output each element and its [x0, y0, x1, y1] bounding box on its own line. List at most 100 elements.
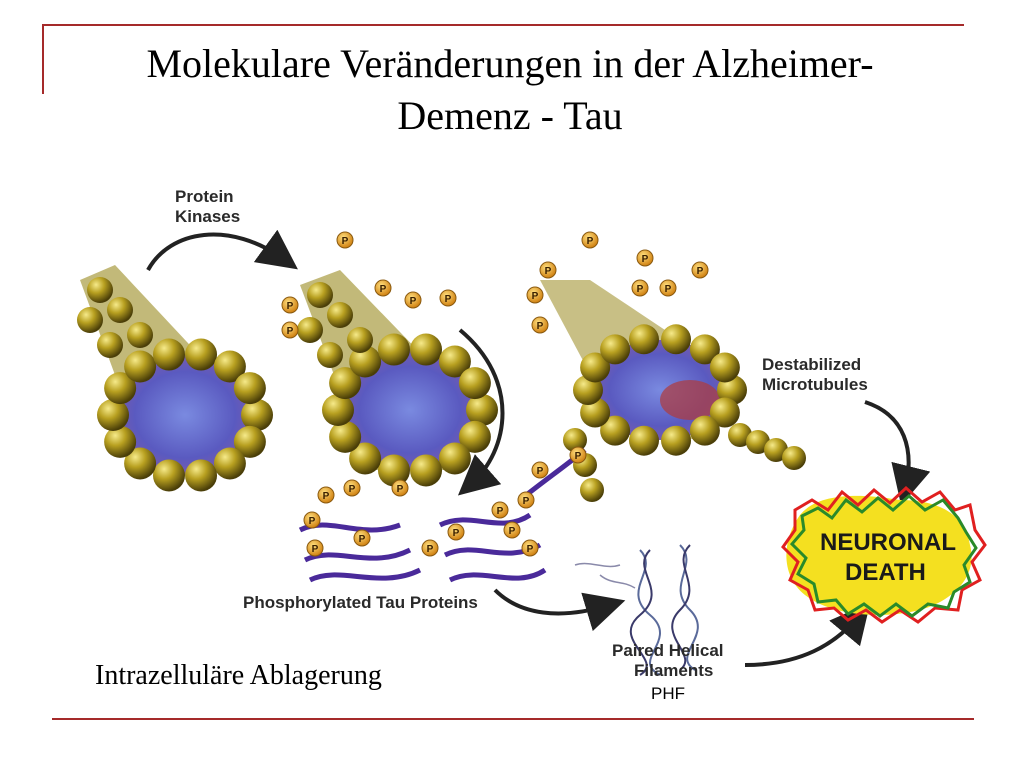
- tubulin-ball: [782, 446, 806, 470]
- tubulin-ball: [377, 333, 410, 366]
- phosphate-group: P: [303, 511, 321, 529]
- phosphate-group: P: [569, 446, 587, 464]
- phosphate-label: P: [697, 266, 704, 277]
- tubulin-ball: [717, 375, 747, 405]
- phosphate-label: P: [410, 296, 417, 307]
- tubulin-ball: [127, 322, 153, 348]
- microtubule-destabilized: [540, 280, 806, 502]
- phosphate-group: P: [517, 491, 535, 509]
- microtubule-intact: [77, 265, 273, 492]
- phosphate-label: P: [359, 534, 366, 545]
- phosphate-group: P: [631, 279, 649, 297]
- phosphate-group: P: [526, 286, 544, 304]
- tubulin-ball: [213, 447, 246, 480]
- phosphate-label: P: [445, 294, 452, 305]
- tubulin-ball: [185, 338, 218, 371]
- phosphate-label: P: [575, 451, 582, 462]
- arrow-phf-death: [744, 602, 871, 667]
- tubulin-ball: [689, 334, 720, 365]
- phosphate-group: P: [691, 261, 709, 279]
- tubulin-ball: [746, 430, 770, 454]
- phosphate-label: P: [587, 236, 594, 247]
- phosphate-group: P: [581, 231, 599, 249]
- phosphate-label: P: [323, 491, 330, 502]
- tubulin-ball: [233, 372, 266, 405]
- tubulin-ball: [213, 350, 246, 383]
- paired-helical-filaments: [574, 544, 699, 676]
- tubulin-ball: [107, 297, 133, 323]
- phosphate-group: P: [521, 539, 539, 557]
- tubulin-ball: [349, 345, 382, 378]
- tubulin-ball: [410, 454, 443, 487]
- tubulin-ball: [347, 327, 373, 353]
- arrow-to-phf: [493, 588, 626, 632]
- label-phosphorylated-tau: Phosphorylated Tau Proteins: [243, 593, 478, 612]
- tubulin-ball: [124, 350, 157, 383]
- label-death: DEATH: [845, 559, 926, 586]
- label-filaments: Filaments: [634, 661, 713, 680]
- tubulin-ball: [764, 438, 788, 462]
- tubulin-ball: [317, 342, 343, 368]
- tubulin-ball: [297, 317, 323, 343]
- phf-label: PHF: [651, 684, 685, 703]
- tubulin-ball: [124, 447, 157, 480]
- tubulin-ball: [104, 425, 137, 458]
- phosphate-label: P: [537, 321, 544, 332]
- phosphate-label: P: [453, 528, 460, 539]
- phosphate-label: P: [342, 236, 349, 247]
- phosphate-group: P: [531, 316, 549, 334]
- tubulin-ball: [709, 352, 740, 383]
- top-rule: [42, 24, 964, 26]
- phosphate-group: P: [353, 529, 371, 547]
- tubulin-ball: [661, 324, 692, 355]
- phosphate-group: P: [374, 279, 392, 297]
- tubulin-ball: [628, 324, 659, 355]
- tubulin-ball: [307, 282, 333, 308]
- tubulin-ball: [329, 367, 362, 400]
- phosphate-group: P: [281, 321, 299, 339]
- label-destabilized: Destabilized: [762, 355, 861, 374]
- phosphate-label: P: [665, 284, 672, 295]
- label-microtubules: Microtubules: [762, 375, 868, 394]
- phosphate-group: P: [439, 289, 457, 307]
- tubulin-ball: [458, 420, 491, 453]
- phosphate-label: P: [527, 544, 534, 555]
- phosphate-group: P: [306, 539, 324, 557]
- title-line-1: Molekulare Veränderungen in der Alzheime…: [146, 41, 874, 86]
- tubulin-ball: [438, 345, 471, 378]
- phosphate-group: P: [391, 479, 409, 497]
- tubulin-ball: [563, 428, 587, 452]
- label-paired-helical: Paired Helical: [612, 641, 724, 660]
- tubulin-ball: [241, 399, 273, 431]
- tubulin-ball: [580, 478, 604, 502]
- bottom-rule: [52, 718, 974, 720]
- tubulin-ball: [322, 394, 354, 426]
- tubulin-ball: [458, 367, 491, 400]
- tubulin-ball: [438, 442, 471, 475]
- tubulin-ball: [97, 399, 129, 431]
- phosphate-group: P: [636, 249, 654, 267]
- phosphate-group: P: [343, 479, 361, 497]
- phosphate-group: P: [539, 261, 557, 279]
- tubulin-ball: [600, 334, 631, 365]
- tubulin-ball: [152, 459, 185, 492]
- phosphate-label: P: [287, 326, 294, 337]
- tubulin-ball: [580, 352, 611, 383]
- tubulin-ball: [689, 415, 720, 446]
- tubulin-ball: [349, 442, 382, 475]
- phosphate-label: P: [427, 544, 434, 555]
- tubulin-ball: [661, 425, 692, 456]
- tubulin-ball: [87, 277, 113, 303]
- phosphate-label: P: [497, 506, 504, 517]
- phosphate-label: P: [532, 291, 539, 302]
- arrow-kinases: [146, 229, 298, 271]
- tubulin-ball: [728, 423, 752, 447]
- tubulin-ball: [327, 302, 353, 328]
- phosphate-group: P: [447, 523, 465, 541]
- phosphate-label: P: [309, 516, 316, 527]
- tau-diagram: Protein Kinases Destabilized Microtubule…: [0, 170, 1024, 715]
- tubulin-ball: [709, 397, 740, 428]
- tubulin-ball: [152, 338, 185, 371]
- title-line-2: Demenz - Tau: [397, 93, 623, 138]
- phosphate-group: P: [336, 231, 354, 249]
